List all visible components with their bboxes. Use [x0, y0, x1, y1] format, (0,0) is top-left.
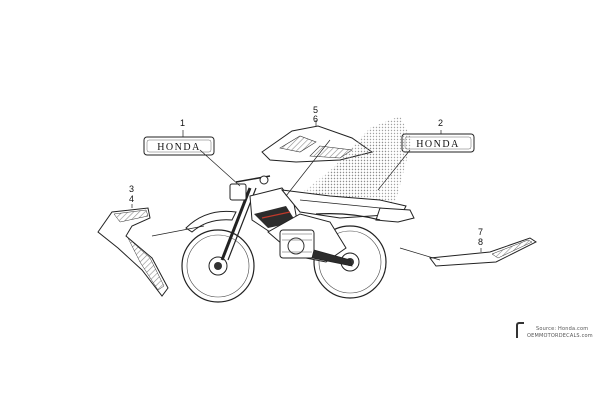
callout-2: 2	[438, 118, 444, 128]
motorcycle-illustration	[181, 175, 415, 303]
callout-3: 3	[129, 184, 135, 194]
emblem-right-text: HONDA	[416, 139, 460, 150]
emblem-left-text: HONDA	[157, 142, 201, 153]
emblem-decal-left: HONDA	[143, 136, 215, 156]
callout-7: 7	[478, 227, 484, 237]
leader-lines	[131, 120, 482, 261]
callout-8: 8	[478, 237, 484, 247]
emblem-decal-right: HONDA	[401, 133, 475, 153]
credit-source: Source: Honda.com	[536, 326, 589, 332]
callout-5: 5	[313, 105, 319, 115]
wing-pattern	[298, 116, 412, 214]
callout-6: 6	[313, 114, 319, 124]
credit-site: OEMMOTORDECALS.com	[527, 333, 593, 339]
callout-4: 4	[129, 194, 135, 204]
credit-logo-icon	[516, 322, 524, 338]
callout-1: 1	[180, 118, 186, 128]
shroud-decal	[97, 207, 169, 297]
swingarm-decal	[429, 237, 537, 267]
